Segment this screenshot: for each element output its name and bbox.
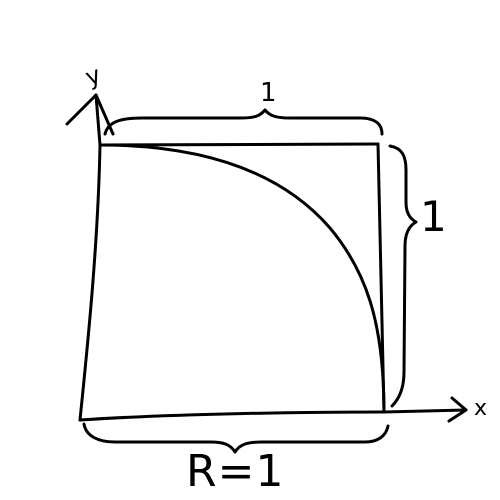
radius-label: R=1 <box>186 446 285 497</box>
top-brace <box>103 108 384 136</box>
right-brace <box>388 144 418 408</box>
right-height-label: 1 <box>420 192 447 241</box>
x-axis-line <box>78 408 468 422</box>
square-top-side <box>98 142 380 147</box>
x-axis-arrowhead <box>447 396 468 423</box>
top-width-label: 1 <box>260 78 277 108</box>
quarter-circle-arc <box>98 143 386 414</box>
y-axis-line <box>78 93 102 422</box>
y-axis-arrowhead <box>65 93 115 136</box>
bottom-brace <box>82 422 390 454</box>
x-axis-label: x <box>474 396 488 421</box>
